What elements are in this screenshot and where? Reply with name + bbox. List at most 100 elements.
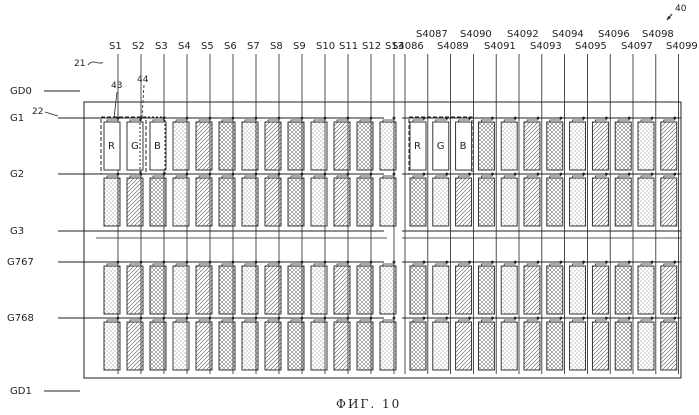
pixel-right-r2-c10-tft [641, 262, 652, 266]
pixel-left-r3-c6-tft [245, 318, 256, 322]
ref-43-label: 43 [111, 81, 122, 91]
pixel-left-r2-c1 [127, 266, 143, 314]
pixel-left-r2-c1-tft [130, 262, 141, 266]
ref-40-label: 40 [675, 4, 687, 14]
pixel-right-r3-c8 [592, 322, 608, 370]
pixel-right-r3-c2-tft [459, 318, 470, 322]
pixel-right-r0-c6 [547, 122, 563, 170]
pixel-right-r3-c11-node [673, 317, 676, 320]
pixel-right-r1-c10 [638, 178, 654, 226]
pixel-left-r3-c1-tft [130, 318, 141, 322]
pixel-right-r3-c3 [478, 322, 494, 370]
pixel-left-r3-c7-tft [268, 318, 279, 322]
pixel-right-r0-c4-node [514, 117, 517, 120]
pixel-right-r2-c3-tft [481, 262, 492, 266]
pixel-left-r3-c5 [219, 322, 235, 370]
gate-label-g768: G768 [7, 313, 34, 324]
gate-label-gd1: GD1 [10, 386, 32, 397]
pixel-left-r3-c4 [196, 322, 212, 370]
pixel-right-r2-c0-node [423, 261, 426, 264]
pixel-left-r3-c8-node [301, 317, 304, 320]
pixel-right-r3-c8-node [605, 317, 608, 320]
pixel-right-r1-c3-node [491, 173, 494, 176]
ref-44-label: 44 [137, 75, 149, 85]
pixel-right-r0-c5-node [537, 117, 540, 120]
pixel-left-r0-c1-tft [130, 118, 141, 122]
pixel-left-r2-c3-tft [176, 262, 187, 266]
pixel-right-r1-c10-tft [641, 174, 652, 178]
pixel-left-r2-c0-tft [107, 262, 118, 266]
pixel-left-r3-c12-tft [383, 318, 394, 322]
pixel-left-r2-c4-node [209, 261, 212, 264]
pixel-left-r3-c5-tft [222, 318, 233, 322]
gate-label-gd0: GD0 [10, 86, 32, 97]
pixel-right-r1-c8-tft [595, 174, 606, 178]
pixel-left-r0-c7 [265, 122, 281, 170]
pixel-right-r1-c3 [478, 178, 494, 226]
pixel-left-r0-c5-node [232, 117, 235, 120]
pixel-left-r3-c8 [288, 322, 304, 370]
ref-22-label: 22 [32, 107, 43, 117]
pixel-left-r2-c12-tft [383, 262, 394, 266]
pixel-right-r0-c3 [478, 122, 494, 170]
pixel-left-r3-c12 [380, 322, 396, 370]
pixel-left-r2-c0 [104, 266, 120, 314]
pixel-left-r1-c9 [311, 178, 327, 226]
pixel-left-r3-c1-node [140, 317, 143, 320]
pixel-right-r0-c7-node [582, 117, 585, 120]
gate-label-g1: G1 [10, 113, 24, 124]
pixel-right-r2-c2-node [468, 261, 471, 264]
pixel-left-r3-c3-node [186, 317, 189, 320]
pixel-left-r1-c8-tft [291, 174, 302, 178]
source-label-s4086: S4086 [392, 41, 424, 52]
pixel-left-r0-c9-tft [314, 118, 325, 122]
pixel-left-r2-c9 [311, 266, 327, 314]
pixel-left-r3-c7-node [278, 317, 281, 320]
pixel-right-r1-c4 [501, 178, 517, 226]
ref-22-leader [45, 112, 58, 116]
pixel-left-r1-c11-node [370, 173, 373, 176]
pixel-right-r2-c6-node [559, 261, 562, 264]
pixel-right-r3-c0 [410, 322, 426, 370]
pixel-left-r1-c10-tft [337, 174, 348, 178]
pixel-right-r2-c2-tft [459, 262, 470, 266]
pixel-left-r3-c4-node [209, 317, 212, 320]
pixel-right-r2-c10-node [651, 261, 654, 264]
pixel-right-r2-c5-node [537, 261, 540, 264]
pixel-left-r0-c10 [334, 122, 350, 170]
pixel-left-r3-c2 [150, 322, 166, 370]
pixel-left-r3-c9 [311, 322, 327, 370]
pixel-left-r1-c11 [357, 178, 373, 226]
pixel-left-r1-c3-node [186, 173, 189, 176]
pixel-left-r3-c7 [265, 322, 281, 370]
pixel-right-r0-c8-tft [595, 118, 606, 122]
pixel-left-r0-c3 [173, 122, 189, 170]
pixel-cells: RGBRGB [104, 117, 677, 370]
pixel-left-r0-c12 [380, 122, 396, 170]
pixel-right-r3-c9-tft [618, 318, 629, 322]
pixel-left-r3-c9-node [324, 317, 327, 320]
pixel-left-r3-c5-node [232, 317, 235, 320]
source-label-s4098: S4098 [642, 29, 674, 40]
pixel-right-r2-c3 [478, 266, 494, 314]
pixel-left-r3-c9-tft [314, 318, 325, 322]
pixel-left-r2-c11-tft [360, 262, 371, 266]
pixel-right-r3-c6-tft [550, 318, 561, 322]
pixel-left-r2-c6 [242, 266, 258, 314]
pixel-right-r0-c2-tft [459, 118, 470, 122]
pixel-left-r3-c8-tft [291, 318, 302, 322]
pixel-right-r0-c1-letter: G [437, 141, 445, 152]
pixel-left-r2-c10-tft [337, 262, 348, 266]
pixel-right-r3-c7-tft [573, 318, 584, 322]
pixel-left-r1-c12 [380, 178, 396, 226]
pixel-right-r0-c6-node [559, 117, 562, 120]
pixel-right-r0-c7-tft [573, 118, 584, 122]
pixel-left-r0-c2-letter: B [154, 141, 161, 152]
pixel-left-r2-c7-tft [268, 262, 279, 266]
pixel-right-r2-c0-tft [413, 262, 424, 266]
pixel-left-r2-c5-node [232, 261, 235, 264]
pixel-right-r0-c6-tft [550, 118, 561, 122]
pixel-right-r0-c9-tft [618, 118, 629, 122]
source-label-s4094: S4094 [552, 29, 584, 40]
